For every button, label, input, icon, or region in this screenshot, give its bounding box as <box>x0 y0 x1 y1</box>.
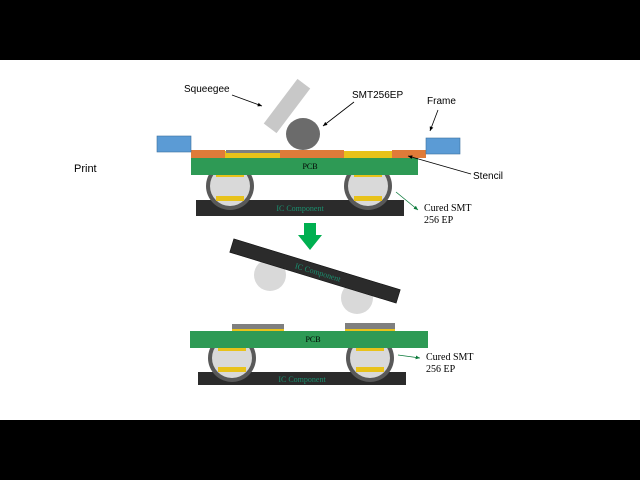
process-arrow-icon <box>298 223 322 250</box>
ic-component-label-top: IC Component <box>276 204 324 213</box>
smt256ep-leader <box>322 101 355 127</box>
cured-label-top-line1: Cured SMT <box>424 203 472 214</box>
cured-label-top-line2: 256 EP <box>424 215 454 226</box>
ic-component-label-bottom: IC Component <box>278 375 326 384</box>
stencil-leader <box>407 155 472 175</box>
stencil-segment-left <box>191 150 225 158</box>
cured-assembly: IC Component PCB <box>190 323 428 385</box>
stencil-label: Stencil <box>473 171 503 182</box>
top-letterbox <box>0 0 640 60</box>
pcb-label-bottom: PCB <box>305 335 320 344</box>
cured-leader-top <box>395 191 419 211</box>
bottom-letterbox <box>0 420 640 480</box>
frame-left <box>156 135 192 153</box>
squeegee-leader <box>231 94 263 107</box>
ic-component-top <box>196 200 404 216</box>
print-label: Print <box>74 163 97 175</box>
frame-label: Frame <box>427 96 456 107</box>
solder-paste-right <box>344 151 392 158</box>
paste-deposit-right <box>345 323 395 331</box>
paste-smear <box>226 150 280 153</box>
slide-background <box>0 60 640 420</box>
squeegee-label: Squeegee <box>184 84 230 95</box>
solder-paste-left <box>225 151 280 158</box>
stencil-segment-middle <box>280 150 344 158</box>
tilted-ic-assembly: IC Component <box>229 238 401 314</box>
smt256ep-label: SMT256EP <box>352 90 403 101</box>
pcb-label-top: PCB <box>302 162 317 171</box>
paste-deposit-left <box>232 324 284 331</box>
pcb-bottom <box>190 331 428 348</box>
cured-label-bottom-line2: 256 EP <box>426 364 456 375</box>
pcb-top <box>191 158 418 175</box>
frame-right <box>425 137 461 155</box>
frame-leader <box>429 109 439 132</box>
ic-component-tilted <box>229 238 401 304</box>
cured-leader-bottom <box>397 354 421 360</box>
cured-label-bottom-line1: Cured SMT <box>426 352 474 363</box>
stencil-segment-right <box>392 150 426 158</box>
squeegee <box>263 78 311 134</box>
smt256ep-paste-blob <box>286 118 320 150</box>
print-assembly: IC Component PCB <box>156 78 461 216</box>
